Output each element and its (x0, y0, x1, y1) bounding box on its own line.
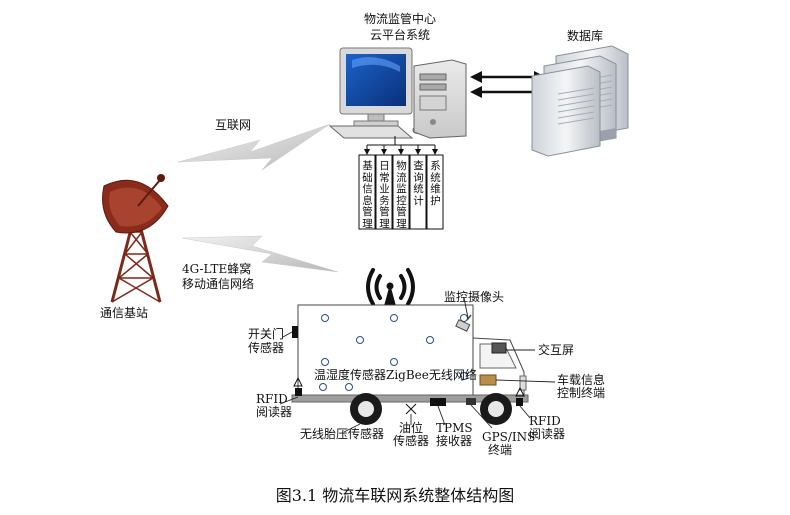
door-sensor-label-line2: 传感器 (248, 341, 285, 355)
module-boxes (358, 154, 444, 230)
touch-screen-label: 交互屏 (538, 343, 575, 357)
terminal-icon (479, 374, 497, 386)
tpms-label-line2: 接收器 (436, 434, 473, 448)
internet-label: 互联网 (215, 118, 252, 132)
center-title-line2: 云平台系统 (369, 28, 430, 42)
door-sensor-icon (292, 326, 298, 338)
database-server-icon (531, 45, 629, 157)
module-basic-info: 基础信息管理 (362, 160, 373, 230)
module-tree-lines (366, 136, 436, 150)
terminal-label-line2: 控制终端 (557, 386, 606, 400)
module-system-maintenance: 系统维护 (430, 160, 441, 207)
center-title-line1: 物流监管中心 (363, 12, 436, 26)
callout-lines (279, 297, 556, 433)
oil-sensor-label-line1: 油位 (399, 421, 424, 435)
truck-icon (291, 304, 529, 425)
cellular-link-bolt (181, 235, 339, 273)
gps-icon (466, 398, 476, 405)
tpms-label-line1: TPMS (436, 421, 473, 435)
camera-icon (455, 314, 472, 332)
module-query-statistics: 查询统计 (413, 160, 424, 207)
database-label: 数据库 (567, 29, 604, 43)
rfid-reader-icon (293, 376, 525, 406)
rfid-right-label-line2: 阅读器 (529, 427, 566, 441)
door-sensor-label-line1: 开关门 (248, 327, 285, 341)
rfid-left-label-line2: 阅读器 (256, 405, 293, 419)
module-daily-business: 日常业务管理 (379, 160, 390, 230)
internet-link-bolt (177, 123, 331, 171)
rfid-right-label-line1: RFID (529, 414, 561, 428)
gps-label-line1: GPS/INS (482, 430, 536, 444)
terminal-label-line1: 车载信息 (557, 373, 606, 387)
wifi-signal-icon (366, 268, 415, 306)
rfid-left-label-line1: RFID (256, 392, 288, 406)
base-station-label: 通信基站 (100, 306, 149, 320)
oil-sensor-label-line2: 传感器 (393, 434, 430, 448)
network-label-line1: 4G-LTE蜂窝 (182, 262, 252, 276)
camera-label: 监控摄像头 (444, 290, 505, 304)
touch-screen-icon (491, 342, 507, 354)
base-station-icon (102, 174, 169, 303)
tpms-receiver-icon (430, 398, 446, 406)
tire-sensor-label: 无线胎压传感器 (300, 427, 385, 441)
computer-icon (328, 47, 467, 139)
figure-caption: 图3.1 物流车联网系统整体结构图 (275, 486, 515, 505)
gps-label-line2: 终端 (488, 443, 513, 457)
double-arrow-icon (478, 75, 538, 94)
zigbee-network-label: 温湿度传感器ZigBee无线网络 (314, 368, 477, 382)
oil-sensor-icon (405, 403, 417, 415)
network-label-line2: 移动通信网络 (182, 277, 255, 291)
module-logistics-monitoring: 物流监控管理 (396, 160, 407, 230)
